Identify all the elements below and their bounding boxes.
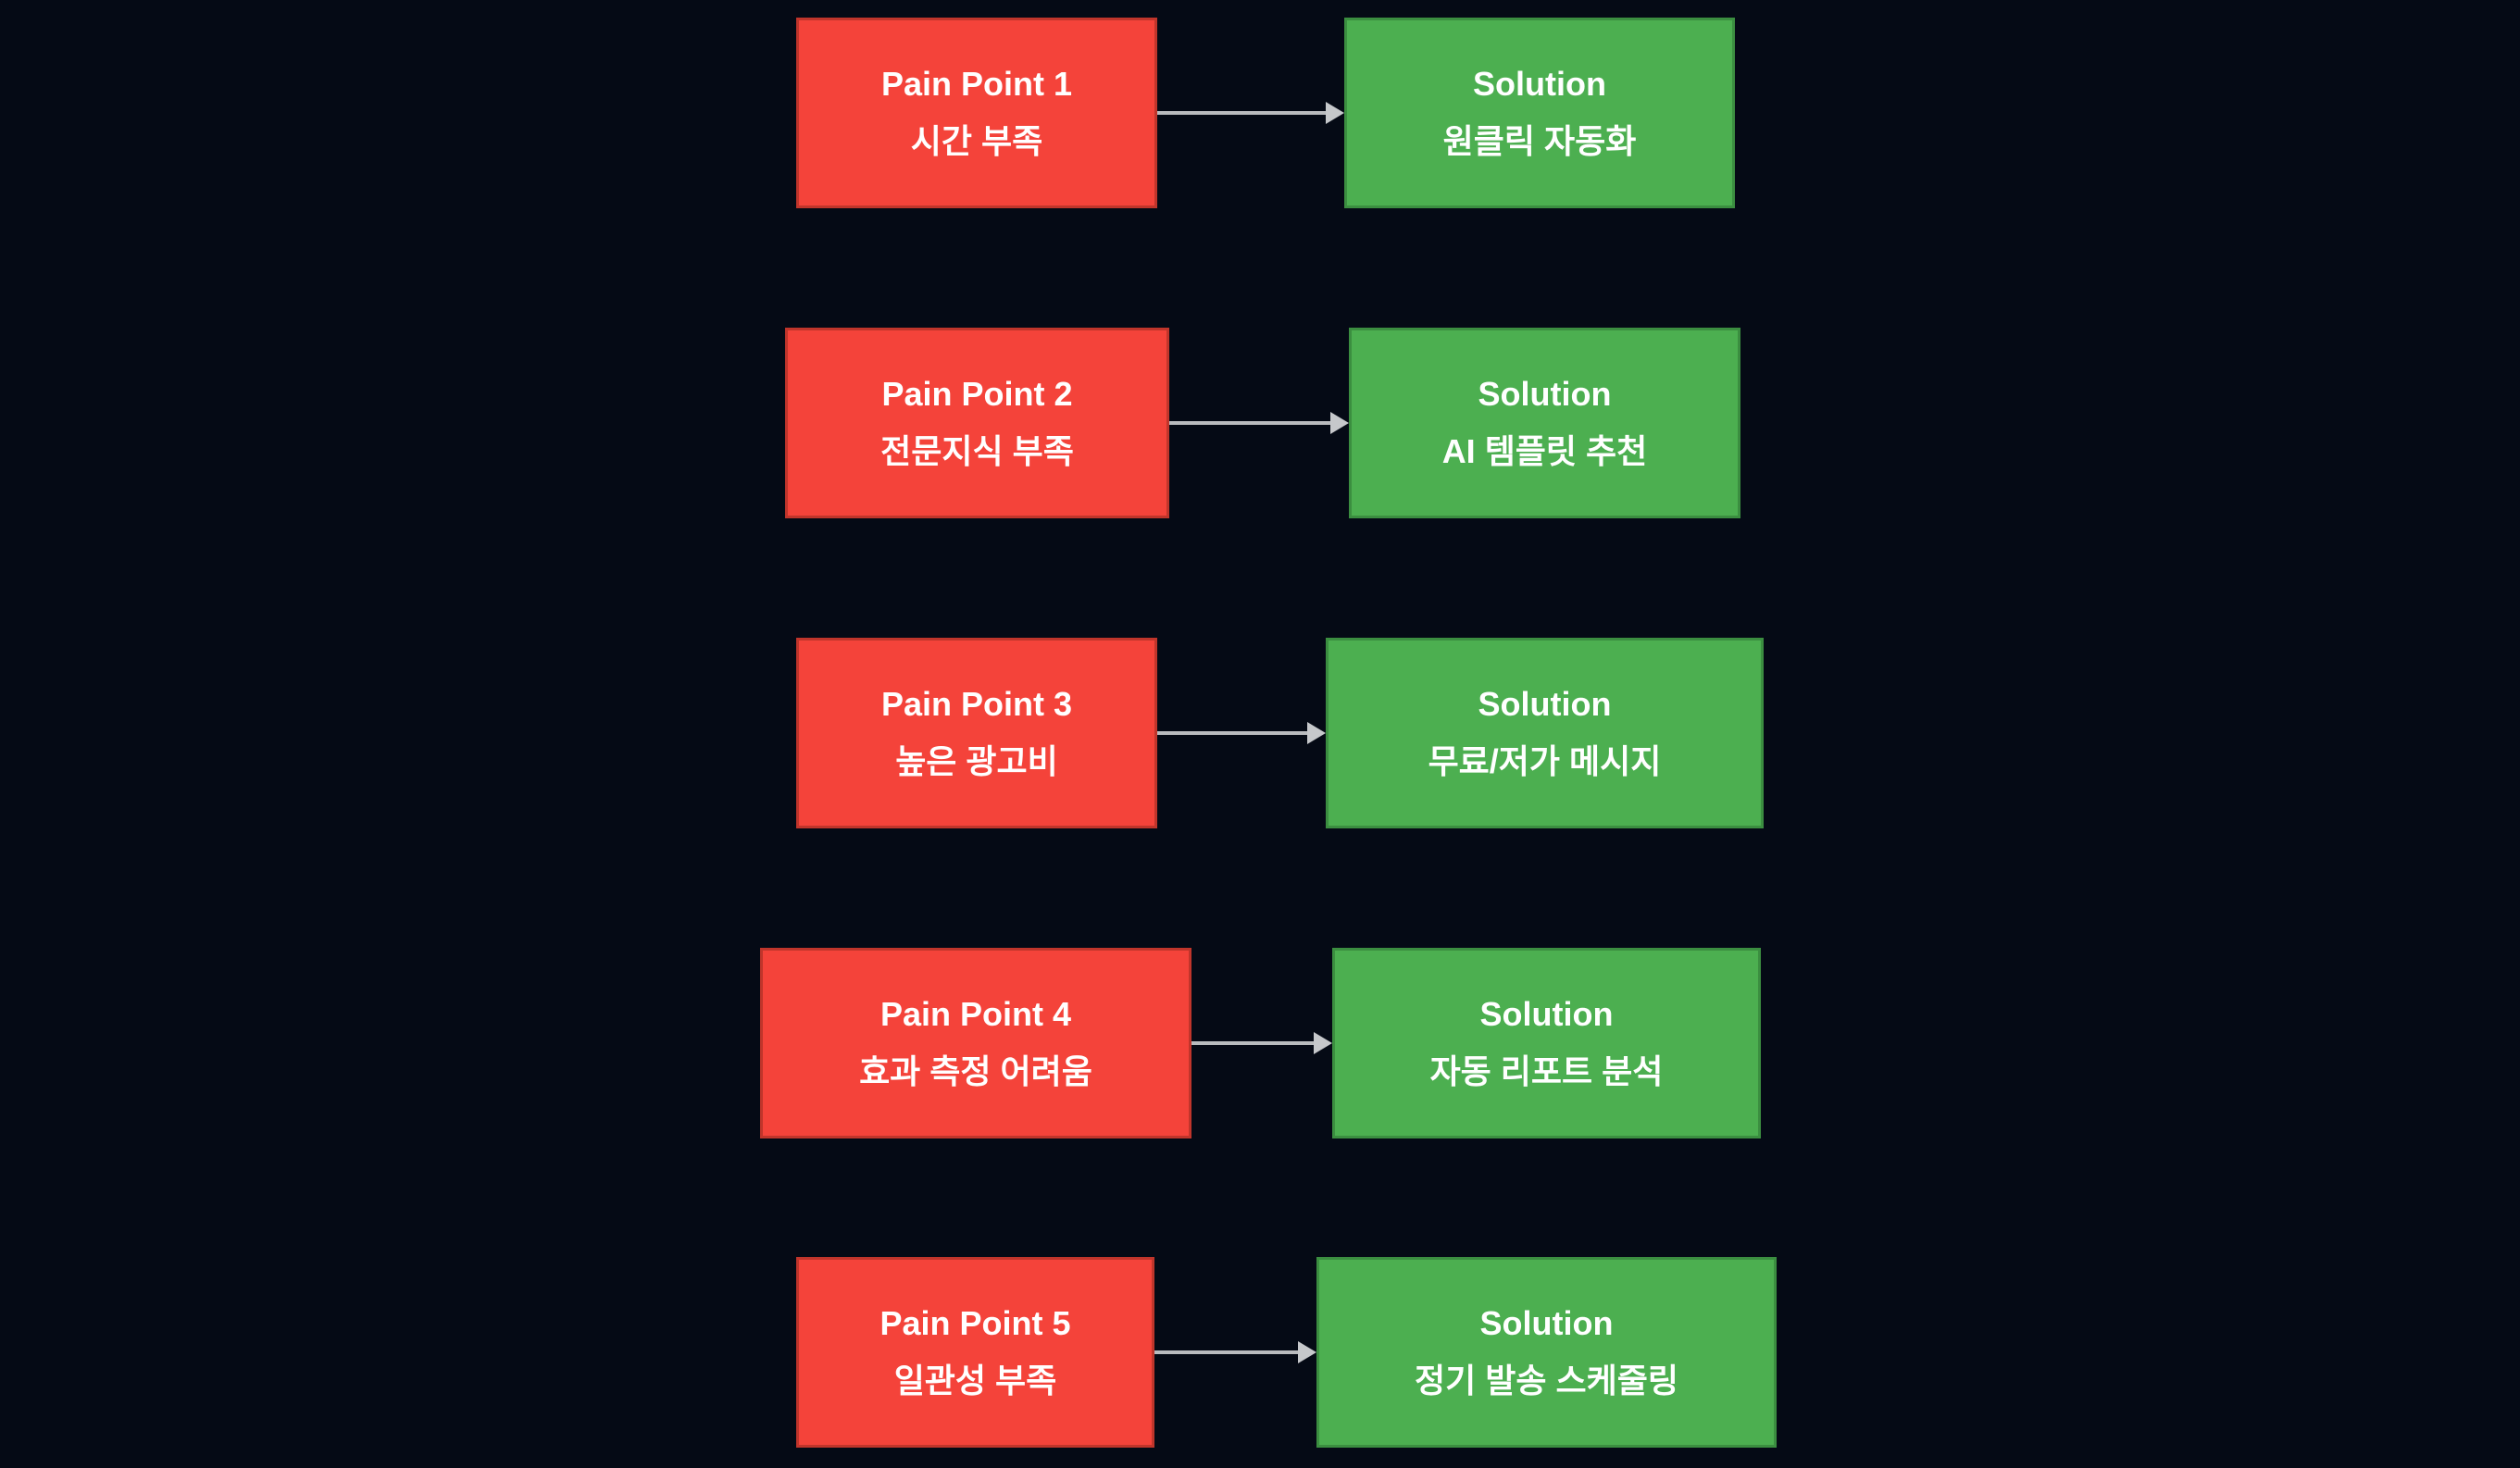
solution-5-node: Solution 정기 발송 스케줄링 [1316,1257,1777,1448]
pain-point-5-title: Pain Point 5 [880,1304,1071,1342]
solution-2-title: Solution [1478,375,1612,413]
pain-point-3-detail: 높은 광고비 [895,742,1058,780]
pain-point-4-node: Pain Point 4 효과 측정 어려움 [760,948,1191,1138]
pain-point-4-title: Pain Point 4 [880,995,1072,1033]
arrow-right-icon [1157,111,1326,115]
arrow-right-icon [1169,421,1330,425]
pain-point-1-node: Pain Point 1 시간 부족 [796,18,1157,208]
solution-3-node: Solution 무료/저가 메시지 [1326,638,1764,828]
arrow-right-icon [1154,1350,1298,1354]
pain-point-5-detail: 일관성 부족 [893,1362,1057,1400]
solution-3-title: Solution [1478,685,1612,723]
solution-2-node: Solution AI 템플릿 추천 [1349,328,1740,518]
pain-point-2-detail: 전문지식 부족 [880,432,1074,470]
solution-3-detail: 무료/저가 메시지 [1428,742,1662,780]
pain-point-2-node: Pain Point 2 전문지식 부족 [785,328,1169,518]
solution-5-detail: 정기 발송 스케줄링 [1415,1362,1678,1400]
pain-point-3-title: Pain Point 3 [880,685,1073,723]
pain-point-3-node: Pain Point 3 높은 광고비 [796,638,1157,828]
pain-point-4-detail: 효과 측정 어려움 [859,1052,1092,1090]
solution-5-title: Solution [1479,1304,1614,1342]
solution-1-node: Solution 원클릭 자동화 [1344,18,1735,208]
arrow-right-icon [1191,1041,1314,1045]
solution-1-detail: 원클릭 자동화 [1442,122,1637,160]
pain-point-1-detail: 시간 부족 [910,122,1043,160]
solution-4-detail: 자동 리포트 분석 [1429,1052,1664,1090]
pain-point-2-title: Pain Point 2 [881,375,1073,413]
pain-point-5-node: Pain Point 5 일관성 부족 [796,1257,1154,1448]
pain-point-1-title: Pain Point 1 [880,65,1073,103]
arrow-right-icon [1157,731,1307,735]
solution-4-title: Solution [1479,995,1614,1033]
solution-1-title: Solution [1473,65,1606,103]
solution-4-node: Solution 자동 리포트 분석 [1332,948,1761,1138]
solution-2-detail: AI 템플릿 추천 [1441,432,1648,470]
